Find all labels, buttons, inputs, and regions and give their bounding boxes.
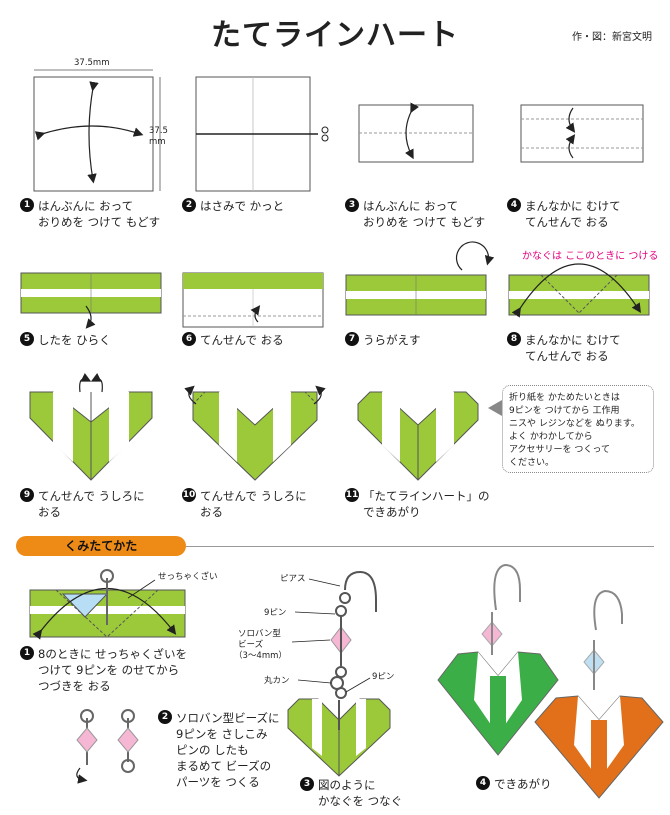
caption-line: はんぶんに おって xyxy=(363,199,459,213)
caption-line: おる xyxy=(200,505,223,519)
part-9pin-b: 9ピン xyxy=(372,672,395,682)
caption-line: てんせんで おる xyxy=(525,349,609,363)
step-number: 1 xyxy=(20,646,34,660)
caption-line: できあがり xyxy=(363,505,421,519)
earrings-photo xyxy=(437,563,664,799)
caption-line: はさみで かっと xyxy=(200,199,285,213)
caption-line: てんせんで おる xyxy=(525,215,609,229)
credit: 作・図：新宮文明 xyxy=(572,32,652,43)
step-8-caption: 8 まんなかに むけててんせんで おる xyxy=(507,332,621,364)
height-dimension: 37.5 xyxy=(149,126,168,136)
step11-figure xyxy=(357,391,479,481)
assembly1-figure xyxy=(29,569,186,640)
glue-label: せっちゃくざい xyxy=(158,572,218,582)
step-2-caption: 2 はさみで かっと xyxy=(182,198,284,214)
part-9pin-a: 9ピン xyxy=(264,608,287,618)
caption-line: まんなかに むけて xyxy=(525,199,621,213)
assembly-1-caption: 1 8のときに せっちゃくざいをつけて 9ピンを のせてからつづきを おる xyxy=(20,646,187,694)
caption-line: ソロバン型ビーズに xyxy=(176,711,280,725)
height-unit: mm xyxy=(149,137,166,147)
caption-line: 8のときに せっちゃくざいを xyxy=(38,647,187,661)
step-number: 3 xyxy=(300,777,314,791)
note-pointer xyxy=(488,400,502,416)
caption-line: 図のように xyxy=(318,778,376,792)
step-number: 3 xyxy=(345,198,359,212)
part-marukan: 丸カン xyxy=(264,676,290,686)
step-number: 2 xyxy=(182,198,196,212)
page-title: たてラインハート xyxy=(211,18,459,53)
note-line: よく かわかしてから xyxy=(509,432,593,442)
step2-figure xyxy=(195,76,329,192)
step-number: 7 xyxy=(345,332,359,346)
step-1-caption: 1 はんぶんに おっておりめを つけて もどす xyxy=(20,198,160,230)
step8-note: かなぐは ここのときに つける xyxy=(522,251,659,262)
step-number: 10 xyxy=(182,488,196,502)
caption-line: はんぶんに おって xyxy=(38,199,134,213)
step6-figure xyxy=(182,272,324,328)
assembly3-figure xyxy=(287,570,391,777)
caption-line: パーツを つくる xyxy=(176,775,260,789)
step-number: 11 xyxy=(345,488,359,502)
note-line: 折り紙を かためたいときは xyxy=(509,393,620,403)
step-3-caption: 3 はんぶんに おっておりめを つけて もどす xyxy=(345,198,485,230)
caption-line: できあがり xyxy=(494,777,552,791)
step-5-caption: 5 したを ひらく xyxy=(20,332,111,348)
caption-line: うらがえす xyxy=(363,333,421,347)
part-piasu: ピアス xyxy=(280,574,306,584)
step-number: 5 xyxy=(20,332,34,346)
caption-line: てんせんで うしろに xyxy=(200,489,307,503)
section-divider xyxy=(186,546,654,547)
caption-line: ピンの したも xyxy=(176,743,249,757)
caption-line: まるめて ビーズの xyxy=(176,759,272,773)
step-9-caption: 9 てんせんで うしろにおる xyxy=(20,488,145,520)
caption-line: おりめを つけて もどす xyxy=(363,215,486,229)
step-number: 4 xyxy=(476,776,490,790)
caption-line: おりめを つけて もどす xyxy=(38,215,161,229)
step-number: 1 xyxy=(20,198,34,212)
step9-figure xyxy=(29,373,153,481)
assembly-2-caption: 2 ソロバン型ビーズに 9ピンを さしこみピンの したもまるめて ビーズのパーツを… xyxy=(158,710,280,790)
tip-note: 折り紙を かためたいときは 9ピンを つけてから 工作用 ニスや レジンなどを … xyxy=(502,385,654,473)
width-dimension: 37.5mm xyxy=(74,58,110,68)
step10-figure xyxy=(184,385,326,481)
caption-line: 「たてラインハート」の xyxy=(363,489,490,503)
step1-figure xyxy=(33,69,161,192)
assembly-3-caption: 3 図のようにかなぐを つなぐ xyxy=(300,777,402,809)
caption-line: 9ピンを さしこみ xyxy=(176,727,268,741)
note-line: ください。 xyxy=(509,458,555,468)
step-number: 2 xyxy=(158,710,172,724)
part-beads-3: （3〜4mm） xyxy=(234,651,287,661)
step5-figure xyxy=(20,272,162,329)
assembly-4-caption: 4 できあがり xyxy=(476,776,552,792)
step-10-caption: 10 てんせんで うしろにおる xyxy=(182,488,307,520)
step-6-caption: 6 てんせんで おる xyxy=(182,332,284,348)
caption-line: てんせんで おる xyxy=(200,333,284,347)
note-line: 9ピンを つけてから 工作用 xyxy=(509,406,620,416)
section-header: くみたてかた xyxy=(16,536,186,556)
step-11-caption: 11 「たてラインハート」のできあがり xyxy=(345,488,490,520)
step-number: 9 xyxy=(20,488,34,502)
caption-line: まんなかに むけて xyxy=(525,333,621,347)
step7-figure xyxy=(345,241,495,316)
step-number: 4 xyxy=(507,198,521,212)
caption-line: したを ひらく xyxy=(38,333,111,347)
note-line: ニスや レジンなどを ぬります。 xyxy=(509,419,640,429)
step-4-caption: 4 まんなかに むけててんせんで おる xyxy=(507,198,621,230)
note-line: アクセサリーを つくって xyxy=(509,445,610,455)
caption-line: つけて 9ピンを のせてから xyxy=(38,663,180,677)
part-beads-1: ソロバン型 xyxy=(238,629,281,639)
caption-line: おる xyxy=(38,505,61,519)
part-beads-2: ビーズ xyxy=(238,640,264,650)
caption-line: かなぐを つなぐ xyxy=(318,794,403,808)
step-7-caption: 7 うらがえす xyxy=(345,332,421,348)
step-number: 8 xyxy=(507,332,521,346)
caption-line: てんせんで うしろに xyxy=(38,489,145,503)
caption-line: つづきを おる xyxy=(38,679,111,693)
step4-figure xyxy=(520,104,644,163)
step-number: 6 xyxy=(182,332,196,346)
assembly2-figure xyxy=(76,709,139,784)
step3-figure xyxy=(358,102,474,163)
step8-figure xyxy=(508,263,650,318)
